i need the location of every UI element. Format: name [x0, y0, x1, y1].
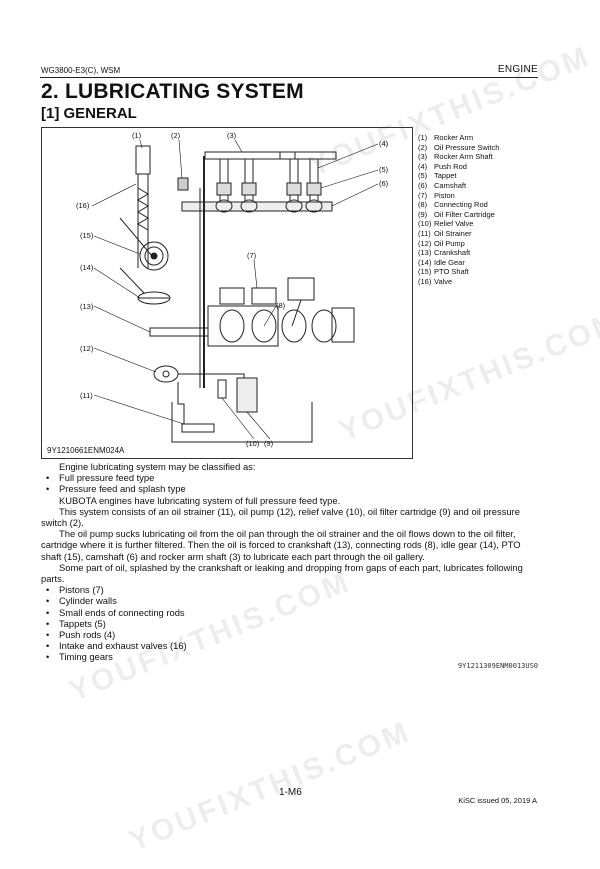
legend-item: (16)Valve — [418, 276, 453, 286]
parts-list: Pistons (7) Cylinder walls Small ends of… — [41, 584, 538, 663]
list-item: Full pressure feed type — [41, 472, 538, 483]
doc-code: WG3800-E3(C), WSM — [41, 66, 121, 75]
intro-paragraph: Engine lubricating system may be classif… — [59, 461, 256, 472]
paragraph: Some part of oil, splashed by the cranks… — [41, 561, 523, 585]
legend-item: (8)Connecting Rod — [418, 200, 488, 210]
callout-16: (16) — [76, 201, 90, 210]
callout-6: (6) — [379, 179, 389, 188]
lubrication-diagram: (1) (2) (3) (4) (5) (6) (7) (8) (9) (10)… — [41, 127, 413, 459]
body-text: Engine lubricating system may be classif… — [41, 461, 538, 672]
page-number: 1-M6 — [279, 787, 302, 798]
legend-item: (3)Rocker Arm Shaft — [418, 152, 493, 162]
subsection-title: [1] GENERAL — [41, 105, 137, 122]
reference-code: 9Y1211309ENM0013US0 — [457, 661, 538, 670]
list-item: Pressure feed and splash type — [41, 483, 538, 494]
legend-item: (4)Push Rod — [418, 161, 467, 171]
paragraph: KUBOTA engines have lubricating system o… — [59, 494, 341, 506]
list-item: Pistons (7) — [41, 584, 538, 595]
callout-9: (9) — [264, 439, 274, 448]
legend-item: (9)Oil Filter Cartridge — [418, 209, 495, 219]
legend-item: (1)Rocker Arm — [418, 133, 474, 142]
legend-item: (2)Oil Pressure Switch — [418, 142, 500, 152]
callout-13: (13) — [80, 302, 94, 311]
callout-3: (3) — [227, 131, 237, 140]
callout-2: (2) — [171, 131, 181, 140]
list-item: Intake and exhaust valves (16) — [41, 640, 538, 651]
legend-item: (7)Piston — [418, 190, 455, 200]
paragraph: This system consists of an oil strainer … — [41, 505, 520, 529]
legend-item: (5)Tappet — [418, 171, 457, 181]
type-list: Full pressure feed type Pressure feed an… — [41, 472, 538, 495]
section-name: ENGINE — [497, 64, 538, 75]
list-item: Cylinder walls — [41, 595, 538, 606]
list-item: Tappets (5) — [41, 618, 538, 629]
list-item: Timing gears — [41, 651, 538, 662]
callout-8: (8) — [276, 301, 286, 310]
callout-5: (5) — [379, 165, 389, 174]
list-item: Push rods (4) — [41, 629, 538, 640]
rocker-shaft-left — [204, 151, 296, 160]
header-rule — [40, 77, 538, 78]
callout-15: (15) — [80, 231, 94, 240]
callout-14: (14) — [80, 263, 94, 272]
callout-10: (10) — [246, 439, 260, 448]
callout-12: (12) — [80, 344, 94, 353]
legend-item: (13)Crankshaft — [418, 248, 471, 258]
legend-item: (15)PTO Shaft — [418, 267, 469, 277]
callout-11: (11) — [80, 391, 93, 400]
issue-info: KiSC issued 05, 2019 A — [458, 796, 537, 805]
callout-1: (1) — [132, 131, 142, 140]
callout-4: (4) — [379, 139, 389, 148]
section-title: 2. LUBRICATING SYSTEM — [41, 80, 304, 103]
list-item: Small ends of connecting rods — [41, 607, 538, 618]
legend-item: (14)Idle Gear — [418, 257, 465, 267]
legend-item: (12)Oil Pump — [418, 238, 465, 248]
watermark: YOUFIXTHIS.COM — [124, 714, 416, 859]
legend-item: (11)Oil Strainer — [418, 228, 472, 238]
paragraph: The oil pump sucks lubricating oil from … — [41, 528, 521, 562]
figure-id: 9Y1210661ENM024A — [47, 446, 125, 455]
diagram-drawing: (1) (2) (3) (4) (5) (6) (7) (8) (9) (10)… — [76, 131, 389, 448]
parts-legend: (1)Rocker Arm (2)Oil Pressure Switch (3)… — [418, 133, 499, 287]
legend-item: (10)Relief Valve — [418, 219, 474, 229]
legend-item: (6)Camshaft — [418, 180, 467, 190]
rocker-shaft-right — [279, 151, 337, 160]
callout-7: (7) — [247, 251, 257, 260]
